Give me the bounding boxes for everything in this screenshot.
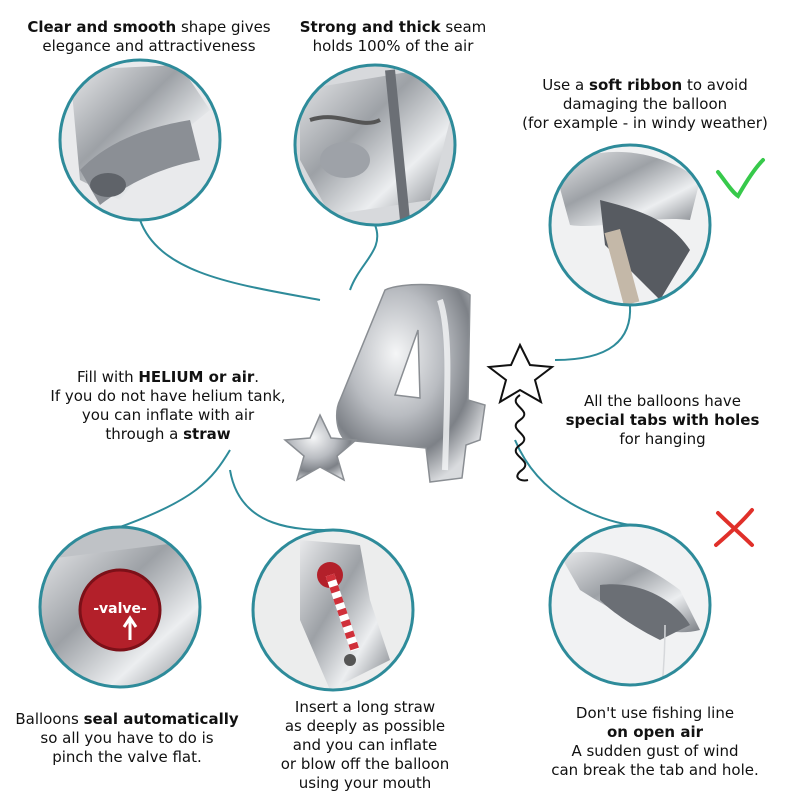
callout-soft-ribbon: Use a soft ribbon to avoid damaging the … [495,76,795,133]
straw-line2: as deeply as possible [284,717,446,735]
fill-line2: If you do not have helium tank, [50,387,286,405]
callout-hanging-tabs: All the balloons have special tabs with … [555,392,770,449]
photo-circle-seam [293,63,457,227]
fishing-line1: Don't use fishing line [575,704,735,722]
ribbon-curl-icon [514,394,529,482]
photo-circle-smooth [58,58,222,222]
valve-label: -valve- [93,601,147,617]
ribbon-bold: soft ribbon [589,76,683,94]
check-mark-icon [716,158,765,199]
fill-pre: Fill with [76,368,139,386]
straw-line1: Insert a long straw [294,698,436,716]
smooth-line2: elegance and attractiveness [42,37,256,55]
callout-seal-automatically: Balloons seal automatically so all you h… [2,710,252,767]
ribbon-pre: Use a [542,76,590,94]
smooth-rest: shape gives [176,18,271,36]
seal-line3: pinch the valve flat. [52,748,202,766]
straw-line5: using your mouth [298,774,432,792]
number-four-balloon [335,283,486,483]
smooth-bold: Clear and smooth [27,18,177,36]
seam-rest: seam [440,18,487,36]
straw-line3: and you can inflate [292,736,438,754]
fill-rest: . [254,368,260,386]
callout-fishing-line: Don't use fishing line on open air A sud… [520,704,790,780]
seal-bold: seal automatically [83,710,239,728]
fishing-bold: on open air [607,723,703,741]
callout-fill-helium: Fill with HELIUM or air. If you do not h… [18,368,318,444]
star-balloon [283,413,358,482]
photo-circle-ribbon [548,143,712,307]
fill-bold: HELIUM or air [138,368,255,386]
photo-circle-fishing [548,523,712,687]
photo-circle-straw [251,528,415,692]
ribbon-line3: (for example - in windy weather) [522,114,768,132]
fill-pre4: through a [105,425,184,443]
ribbon-rest: to avoid [682,76,748,94]
callout-seam: Strong and thick seam holds 100% of the … [283,18,503,56]
fishing-line3: A sudden gust of wind [571,742,739,760]
cross-mark-icon [714,508,754,547]
star-outline-icon [486,342,555,405]
fishing-line4: can break the tab and hole. [551,761,759,779]
fill-bold4: straw [183,425,231,443]
connector-lines [119,219,632,531]
tabs-bold: special tabs with holes [565,411,760,429]
seal-pre: Balloons [15,710,84,728]
seam-line2: holds 100% of the air [312,37,474,55]
ribbon-line2: damaging the balloon [562,95,728,113]
seam-bold: Strong and thick [299,18,441,36]
callout-smooth-shape: Clear and smooth shape gives elegance an… [14,18,284,56]
tabs-line1: All the balloons have [583,392,742,410]
seal-line2: so all you have to do is [40,729,214,747]
tabs-line3: for hanging [619,430,706,448]
photo-circle-valve [38,525,202,689]
fill-line3: you can inflate with air [81,406,255,424]
callout-insert-straw: Insert a long straw as deeply as possibl… [255,698,475,793]
straw-line4: or blow off the balloon [280,755,450,773]
